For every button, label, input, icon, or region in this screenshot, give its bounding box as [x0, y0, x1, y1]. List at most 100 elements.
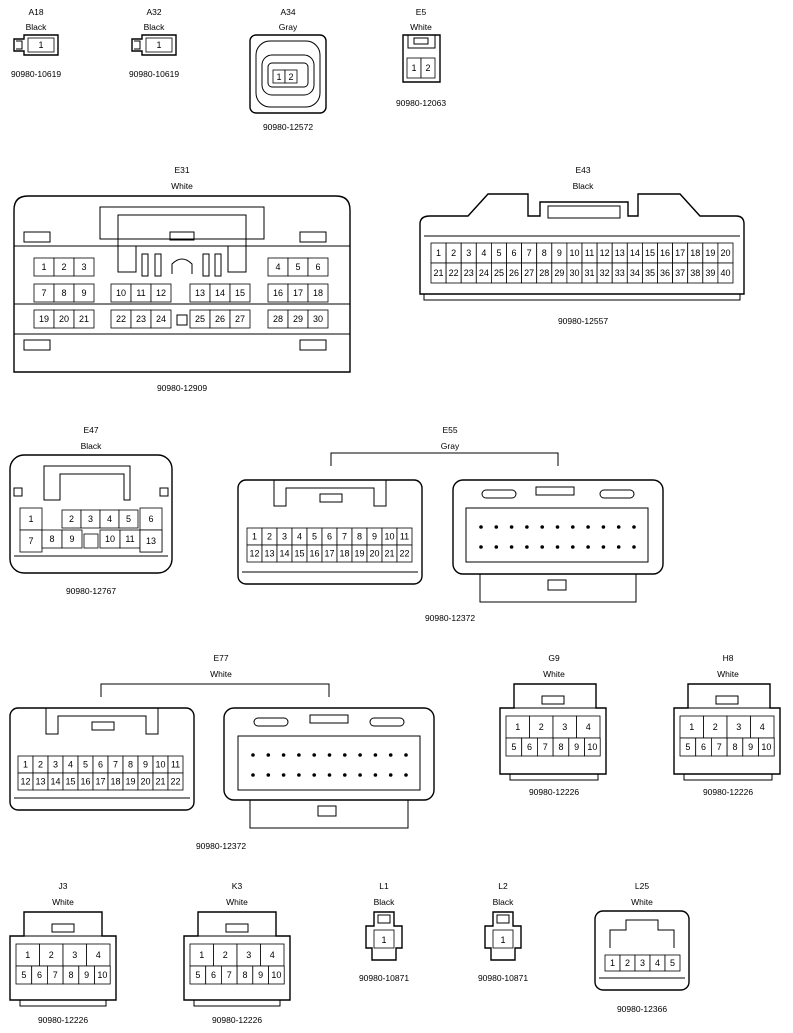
- pin-label: 8: [68, 970, 73, 980]
- part-number: 90980-12063: [396, 98, 446, 108]
- pin-dot: [540, 525, 544, 529]
- pin-label: 10: [155, 760, 165, 770]
- housing-outline: [484, 911, 522, 961]
- connector-id: H8: [723, 653, 734, 663]
- connector-color: Black: [374, 897, 396, 907]
- pin-label: 1: [156, 40, 161, 50]
- pin-label: 10: [384, 532, 394, 542]
- connector-color: White: [543, 669, 565, 679]
- housing-outline: [9, 454, 173, 574]
- pin-dot: [373, 773, 378, 777]
- pin-label: 19: [125, 777, 135, 787]
- connector-id: G9: [548, 653, 560, 663]
- pin-label: 2: [49, 950, 54, 960]
- pin-label: 2: [69, 514, 74, 524]
- pin-dot: [358, 773, 362, 777]
- pin-cell: [307, 257, 329, 277]
- housing-latch: [377, 914, 391, 924]
- pin-label: 25: [195, 314, 205, 324]
- pin-label: 21: [434, 268, 444, 278]
- pin-dot: [404, 753, 408, 757]
- pin-dot: [555, 545, 560, 549]
- housing-latch: [413, 37, 429, 45]
- pin-label: 38: [690, 268, 700, 278]
- pin-label: 9: [84, 970, 89, 980]
- pin-label: 39: [705, 268, 715, 278]
- housing-tab: [23, 339, 51, 351]
- connector-color: White: [171, 181, 193, 191]
- pin-label: 20: [369, 549, 379, 559]
- pin-label: 34: [630, 268, 640, 278]
- part-number: 90980-12226: [529, 787, 579, 797]
- pin-label: 28: [539, 268, 549, 278]
- pin-label: 9: [69, 534, 74, 544]
- pin-label: 4: [68, 760, 73, 770]
- pin-label: 9: [372, 532, 377, 542]
- housing-slot: [599, 489, 635, 499]
- pin-cell: [420, 57, 436, 79]
- connector-color: Gray: [441, 441, 460, 451]
- part-number: 90980-12557: [558, 316, 608, 326]
- connector-color: Gray: [279, 22, 298, 32]
- pin-label: 21: [155, 777, 165, 787]
- housing-latch: [99, 206, 265, 240]
- pin-label: 18: [339, 549, 349, 559]
- housing-base: [479, 573, 637, 603]
- housing-latch: [273, 480, 387, 507]
- pin-label: 10: [116, 288, 126, 298]
- pin-label: 30: [569, 268, 579, 278]
- pin-dot: [525, 525, 529, 529]
- pin-label: 36: [660, 268, 670, 278]
- housing-base: [509, 774, 599, 781]
- pin-label: 7: [53, 970, 58, 980]
- pin-dots: [479, 525, 636, 549]
- pin-label: 13: [195, 288, 205, 298]
- housing-outline: [419, 193, 745, 295]
- pin-label: 10: [761, 742, 771, 752]
- pin-cell: [73, 257, 95, 277]
- connector-color: Black: [493, 897, 515, 907]
- pin-label: 9: [81, 288, 86, 298]
- pin-label: 8: [128, 760, 133, 770]
- pin-label: 4: [655, 958, 660, 968]
- pin-label: 7: [227, 970, 232, 980]
- connector-id: E43: [575, 165, 590, 175]
- pin-dot: [555, 525, 560, 529]
- housing-rib: [141, 253, 149, 277]
- pin-label: 10: [587, 742, 597, 752]
- pin-label: 4: [270, 950, 275, 960]
- connector-a32: A32 Black 1 90980-10619: [129, 7, 179, 79]
- pin-cell: [584, 737, 601, 757]
- pin-label: 18: [313, 288, 323, 298]
- pin-label: 11: [400, 532, 409, 542]
- pin-label: 5: [21, 970, 26, 980]
- pin-label: 8: [49, 534, 54, 544]
- pin-label: 10: [569, 248, 579, 258]
- pin-label: 26: [509, 268, 519, 278]
- housing-latch: [51, 923, 75, 933]
- pin-label: 2: [288, 72, 293, 82]
- pin-cell: [83, 533, 99, 549]
- pin-label: 2: [425, 63, 430, 73]
- pin-label: 8: [357, 532, 362, 542]
- pin-label: 12: [600, 248, 610, 258]
- pin-dot: [312, 753, 317, 757]
- pin-label: 7: [342, 532, 347, 542]
- pin-dot: [388, 773, 393, 777]
- pin-label: 8: [61, 288, 66, 298]
- housing-latch: [45, 708, 159, 735]
- housing-latch: [43, 465, 131, 501]
- housing-inner: [267, 62, 309, 88]
- pin-label: 2: [625, 958, 630, 968]
- pin-cell: [118, 509, 139, 529]
- housing-latch: [535, 486, 575, 496]
- housing-key: [176, 314, 188, 326]
- pin-dot: [312, 773, 317, 777]
- pin-label: 19: [39, 314, 49, 324]
- pin-label: 27: [235, 314, 245, 324]
- pin-field: [237, 735, 421, 791]
